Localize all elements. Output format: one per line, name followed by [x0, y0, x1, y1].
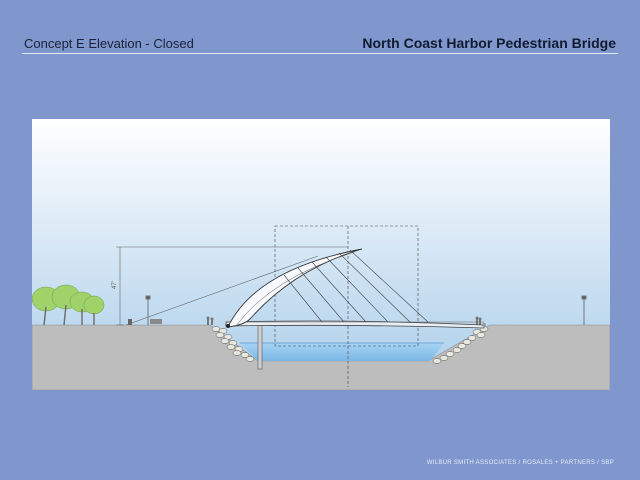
pile: [257, 324, 263, 370]
trees: [32, 284, 105, 315]
header-rule: [22, 53, 618, 54]
elevation-drawing: 47': [32, 119, 610, 390]
page-title: North Coast Harbor Pedestrian Bridge: [362, 35, 616, 51]
people: [206, 316, 482, 325]
bridge-deck: [225, 320, 485, 329]
riprap-left: [211, 326, 255, 362]
elevation-svg: 47': [32, 119, 610, 390]
bench: [150, 319, 162, 324]
dimension: [116, 246, 348, 326]
lamp-posts: [145, 295, 587, 325]
stay-cables: [283, 249, 429, 323]
footer-credits: WILBUR SMITH ASSOCIATES / ROSALES + PART…: [426, 460, 614, 466]
subtitle: Concept E Elevation - Closed: [24, 36, 194, 51]
dimension-label: 47': [112, 281, 118, 289]
water: [240, 343, 444, 361]
backstay-cable: [125, 255, 319, 326]
abutment-left: [226, 324, 230, 328]
abutment-right: [482, 323, 486, 327]
